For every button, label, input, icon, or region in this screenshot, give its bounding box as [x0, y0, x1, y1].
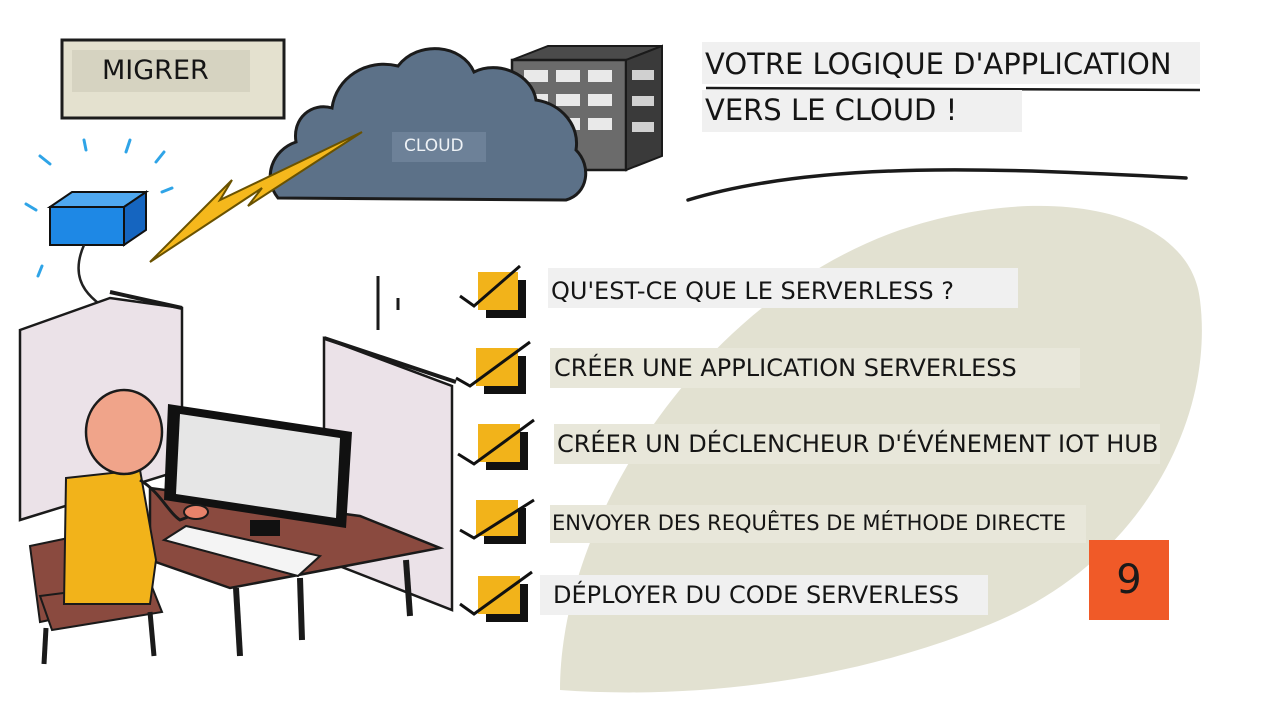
migrate-sign: [60, 38, 286, 120]
checkbox-icon-4: [459, 570, 533, 622]
checklist-plate-2: [554, 424, 1160, 464]
checklist-item-iot-trigger: CRÉER UN DÉCLENCHEUR D'ÉVÉNEMENT IOT HUB: [557, 430, 1159, 458]
checklist-item-direct-method: ENVOYER DES REQUÊTES DE MÉTHODE DIRECTE: [552, 511, 1067, 535]
lesson-number: 9: [1116, 557, 1142, 603]
title-swoosh: [686, 168, 1188, 202]
iot-device-icon: [46, 190, 150, 247]
checkbox-icon-0: [459, 264, 526, 318]
migrate-label: MIGRER: [102, 55, 209, 86]
checklist-plate-3: [550, 505, 1086, 543]
title-line2-plate: [702, 90, 1022, 132]
developer-person: [62, 388, 209, 605]
checklist-item-create-app: CRÉER UNE APPLICATION SERVERLESS: [554, 354, 1017, 382]
lesson-badge: [1089, 540, 1169, 620]
checkbox-icon-2: [457, 418, 535, 470]
signal-waves-icon: [24, 138, 174, 278]
title-line1-plate: [702, 42, 1200, 84]
checklist-item-serverless-intro: QU'EST-CE QUE LE SERVERLESS ?: [551, 277, 954, 305]
lightning-icon: [149, 131, 363, 263]
checkbox-icon-1: [455, 340, 531, 394]
monitor-icon: [164, 404, 352, 536]
checklist-item-deploy: DÉPLOYER DU CODE SERVERLESS: [553, 581, 959, 609]
title-underline: [705, 86, 1201, 92]
cloud-icon: [268, 47, 588, 202]
keyboard-icon: [161, 524, 323, 578]
checklist-plate-0: [548, 268, 1018, 308]
page-title-line2: VERS LE CLOUD !: [705, 93, 958, 127]
cloud-label-plate: [392, 132, 486, 162]
cloud-label: CLOUD: [404, 136, 464, 156]
checkbox-icon-3: [459, 498, 535, 544]
checklist-plate-4: [540, 575, 988, 615]
checklist-plate-1: [550, 348, 1080, 388]
page-title-line1: VOTRE LOGIQUE D'APPLICATION: [705, 47, 1172, 81]
